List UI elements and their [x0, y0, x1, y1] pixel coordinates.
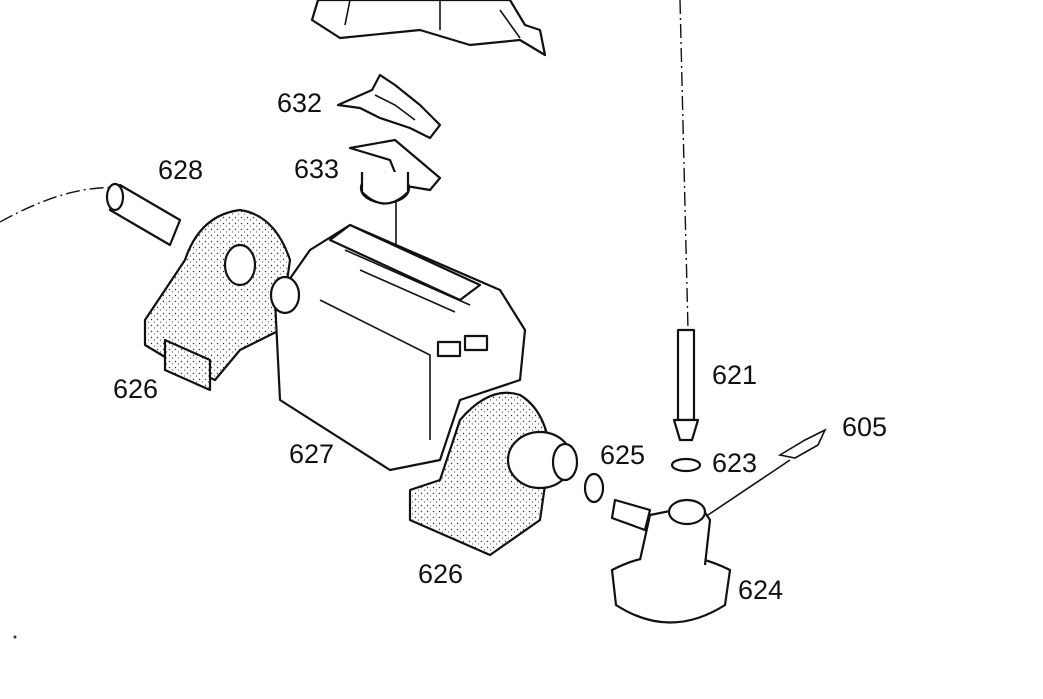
part-626-left-bracket [143, 208, 292, 392]
part-625-o-ring [583, 472, 605, 504]
label-623: 623 [712, 448, 758, 478]
stray-dot [13, 635, 17, 639]
label-624: 624 [738, 575, 784, 605]
label-626-right: 626 [418, 559, 464, 589]
label-632: 632 [277, 88, 323, 118]
part-621-pin [672, 328, 700, 442]
label-628: 628 [158, 155, 204, 185]
label-626-left: 626 [113, 374, 159, 404]
upper-housing-part [310, 0, 547, 57]
label-625: 625 [600, 440, 646, 470]
part-623-ring [670, 457, 702, 473]
label-627: 627 [289, 439, 335, 469]
part-605-clip [777, 428, 827, 459]
label-605: 605 [842, 412, 888, 442]
part-624-outlet [610, 498, 732, 624]
part-628-hose [105, 182, 182, 247]
guide-line-605 [707, 459, 791, 516]
part-627-pump-body [269, 223, 527, 472]
part-632-clip [336, 73, 442, 140]
label-621: 621 [712, 360, 758, 390]
guide-line-hose [0, 186, 121, 223]
part-626-right-bracket [408, 391, 579, 557]
guide-line-621 [679, 0, 689, 331]
part-633-thermostat [348, 138, 442, 205]
label-633: 633 [294, 154, 340, 184]
